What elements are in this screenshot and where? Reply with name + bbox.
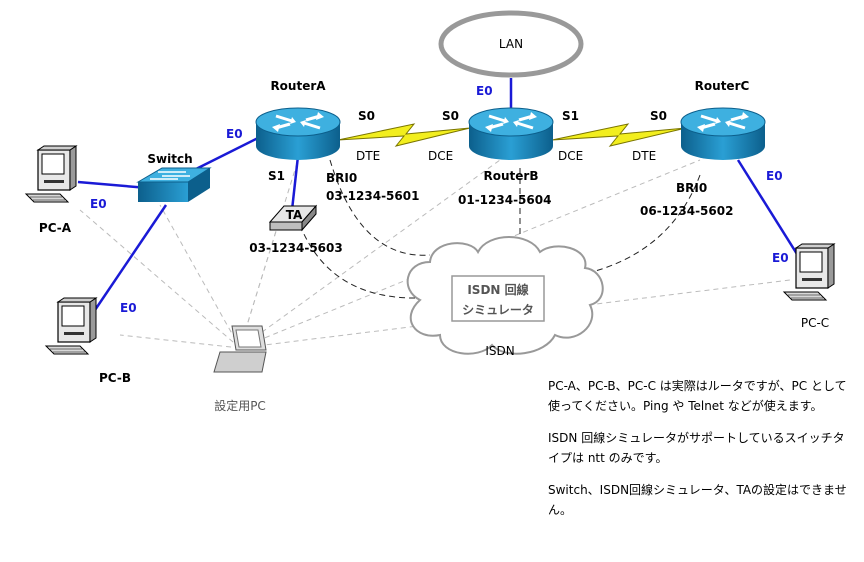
ta-device[interactable]: TA <box>268 204 318 232</box>
ra-s0-label: S0 <box>358 109 375 123</box>
router-b-label: RouterB <box>484 169 539 183</box>
ta-label: TA <box>286 208 303 222</box>
serial1-dte-label: DTE <box>356 149 380 163</box>
setup-pc-label: 設定用PC <box>214 398 266 413</box>
serial2-dce-label: DCE <box>558 149 583 163</box>
switch[interactable] <box>136 167 212 202</box>
pc-a[interactable] <box>25 145 77 203</box>
rb-s1-label: S1 <box>562 109 579 123</box>
serial-bolt-ab <box>337 123 471 147</box>
rb-s0-label: S0 <box>442 109 459 123</box>
pc-c-label: PC-C <box>801 316 829 330</box>
isdn-label: ISDN <box>485 344 514 358</box>
lan-cloud: LAN <box>438 10 584 78</box>
ra-bri0-number: 03-1234-5601 <box>326 189 419 203</box>
pc-b-e0-label: E0 <box>120 301 137 315</box>
ta-number: 03-1234-5603 <box>249 241 342 255</box>
rc-bri0-label: BRI0 <box>676 181 707 195</box>
pc-b[interactable] <box>45 297 97 355</box>
pc-a-e0-label: E0 <box>90 197 107 211</box>
router-a[interactable] <box>254 106 342 162</box>
rc-e0-label: E0 <box>766 169 783 183</box>
rb-number: 01-1234-5604 <box>458 193 551 207</box>
pc-c-e0-label: E0 <box>772 251 789 265</box>
note-pc: PC-A、PC-B、PC-C は実際はルータですが、PC として使ってください。… <box>548 379 847 413</box>
serial2-dte-label: DTE <box>632 149 656 163</box>
isdn-simulator-box <box>451 275 545 322</box>
ethernet-links <box>77 78 804 311</box>
rc-bri0-number: 06-1234-5602 <box>640 204 733 218</box>
router-c-label: RouterC <box>695 79 750 93</box>
router-a-label: RouterA <box>270 79 326 93</box>
serial-bolt-bc <box>551 123 687 147</box>
rb-e0-label: E0 <box>476 84 493 98</box>
router-c[interactable] <box>679 106 767 162</box>
isdn-lines <box>299 159 701 299</box>
rc-s0-label: S0 <box>650 109 667 123</box>
note-no-config: Switch、ISDN回線シミュレータ、TAの設定はできません。 <box>548 483 847 517</box>
switch-label: Switch <box>147 152 192 166</box>
pc-a-label: PC-A <box>39 221 72 235</box>
router-b[interactable] <box>467 106 555 162</box>
ra-e0-label: E0 <box>226 127 243 141</box>
isdn-simulator-line1: ISDN 回線 <box>467 282 528 297</box>
setup-pc[interactable] <box>213 325 267 373</box>
notes: PC-A、PC-B、PC-C は実際はルータですが、PC として使ってください。… <box>548 376 848 532</box>
pc-b-label: PC-B <box>99 371 131 385</box>
pc-c[interactable] <box>783 243 835 301</box>
note-switch-type: ISDN 回線シミュレータがサポートしているスイッチタイプは ntt のみです。 <box>548 431 845 465</box>
ra-bri0-label: BRI0 <box>326 171 357 185</box>
isdn-simulator-line2: シミュレータ <box>462 303 534 317</box>
ra-s1-label: S1 <box>268 169 285 183</box>
isdn-cloud: ISDN 回線 シミュレータ ISDN <box>406 236 604 358</box>
serial1-dce-label: DCE <box>428 149 453 163</box>
lan-label: LAN <box>499 37 523 51</box>
